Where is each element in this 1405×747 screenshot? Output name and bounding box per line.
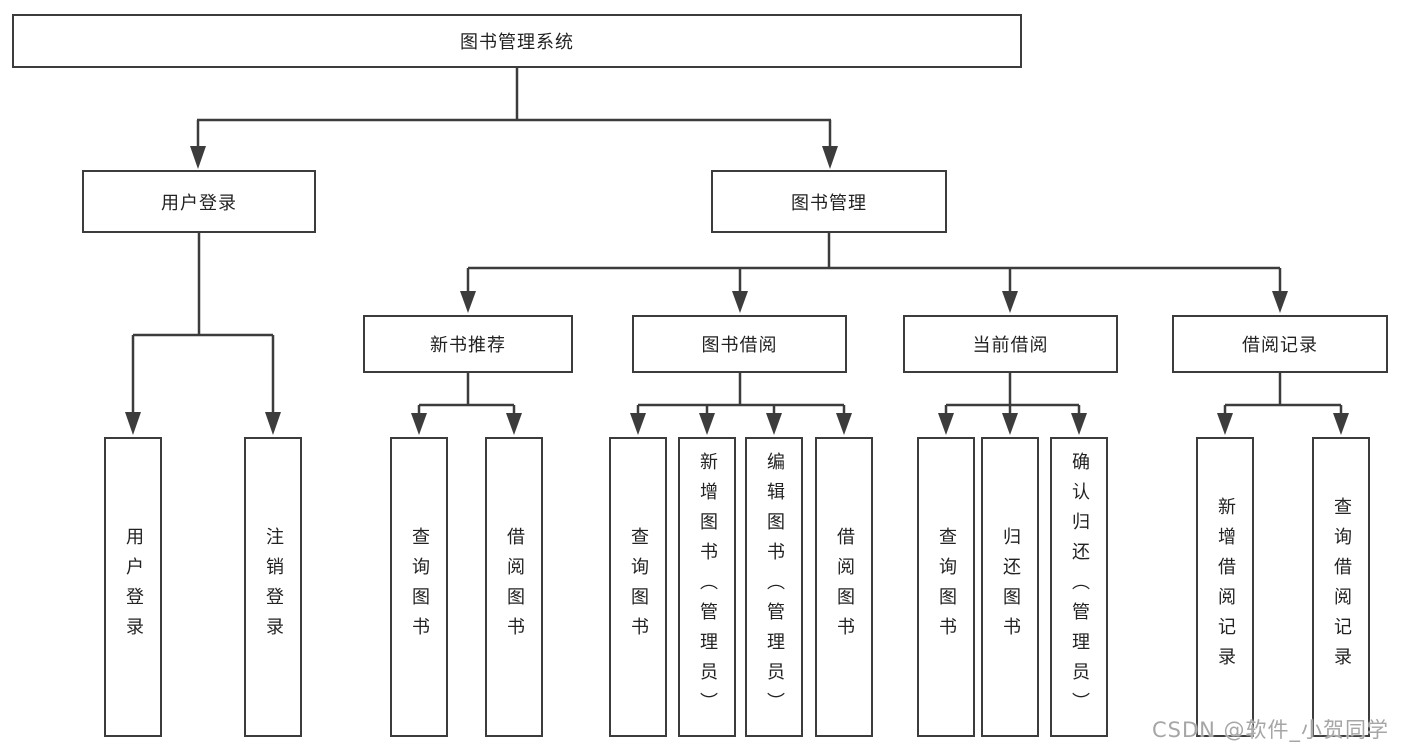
arrowhead-icons bbox=[125, 146, 1349, 435]
leaf-borrow-edit-book-label: 编辑图书（管理员） bbox=[764, 452, 785, 722]
node-current-borrow-label: 当前借阅 bbox=[972, 335, 1049, 356]
leaf-confirm-return-label: 确认归还（管理员） bbox=[1069, 452, 1090, 722]
leaf-newbook-query: 查询图书 bbox=[390, 437, 448, 737]
node-book-management-label: 图书管理 bbox=[791, 192, 867, 214]
node-new-book-recommend: 新书推荐 bbox=[363, 315, 573, 373]
leaf-borrow-query: 查询图书 bbox=[609, 437, 667, 737]
leaf-logout-label: 注销登录 bbox=[263, 527, 284, 647]
leaf-newbook-query-label: 查询图书 bbox=[409, 527, 430, 647]
leaf-borrow-edit-book: 编辑图书（管理员） bbox=[745, 437, 803, 737]
leaf-add-borrow-record-label: 新增借阅记录 bbox=[1215, 497, 1236, 677]
node-book-management: 图书管理 bbox=[711, 170, 947, 233]
leaf-newbook-borrow: 借阅图书 bbox=[485, 437, 543, 737]
node-book-borrow: 图书借阅 bbox=[632, 315, 847, 373]
leaf-borrow-add-book: 新增图书（管理员） bbox=[678, 437, 736, 737]
leaf-borrow-query-label: 查询图书 bbox=[628, 527, 649, 647]
node-user-login-label: 用户登录 bbox=[161, 192, 237, 214]
leaf-borrow-book-label: 借阅图书 bbox=[834, 527, 855, 647]
leaf-newbook-borrow-label: 借阅图书 bbox=[504, 527, 525, 647]
leaf-borrow-add-book-label: 新增图书（管理员） bbox=[697, 452, 718, 722]
node-book-borrow-label: 图书借阅 bbox=[701, 335, 778, 356]
leaf-user-login-label: 用户登录 bbox=[123, 527, 144, 647]
node-current-borrow: 当前借阅 bbox=[903, 315, 1118, 373]
csdn-watermark: CSDN @软件_小贺同学 bbox=[1152, 718, 1390, 742]
leaf-logout: 注销登录 bbox=[244, 437, 302, 737]
leaf-return-book-label: 归还图书 bbox=[1000, 527, 1021, 647]
leaf-query-borrow-record-label: 查询借阅记录 bbox=[1331, 497, 1352, 677]
leaf-current-query-label: 查询图书 bbox=[936, 527, 957, 647]
leaf-user-login: 用户登录 bbox=[104, 437, 162, 737]
leaf-confirm-return: 确认归还（管理员） bbox=[1050, 437, 1108, 737]
leaf-current-query: 查询图书 bbox=[917, 437, 975, 737]
leaf-borrow-book: 借阅图书 bbox=[815, 437, 873, 737]
node-borrow-record: 借阅记录 bbox=[1172, 315, 1388, 373]
leaf-return-book: 归还图书 bbox=[981, 437, 1039, 737]
leaf-add-borrow-record: 新增借阅记录 bbox=[1196, 437, 1254, 737]
node-new-book-recommend-label: 新书推荐 bbox=[430, 335, 506, 356]
node-root: 图书管理系统 bbox=[12, 14, 1022, 68]
node-root-label: 图书管理系统 bbox=[460, 32, 574, 53]
node-borrow-record-label: 借阅记录 bbox=[1242, 335, 1318, 356]
leaf-query-borrow-record: 查询借阅记录 bbox=[1312, 437, 1370, 737]
node-user-login: 用户登录 bbox=[82, 170, 316, 233]
